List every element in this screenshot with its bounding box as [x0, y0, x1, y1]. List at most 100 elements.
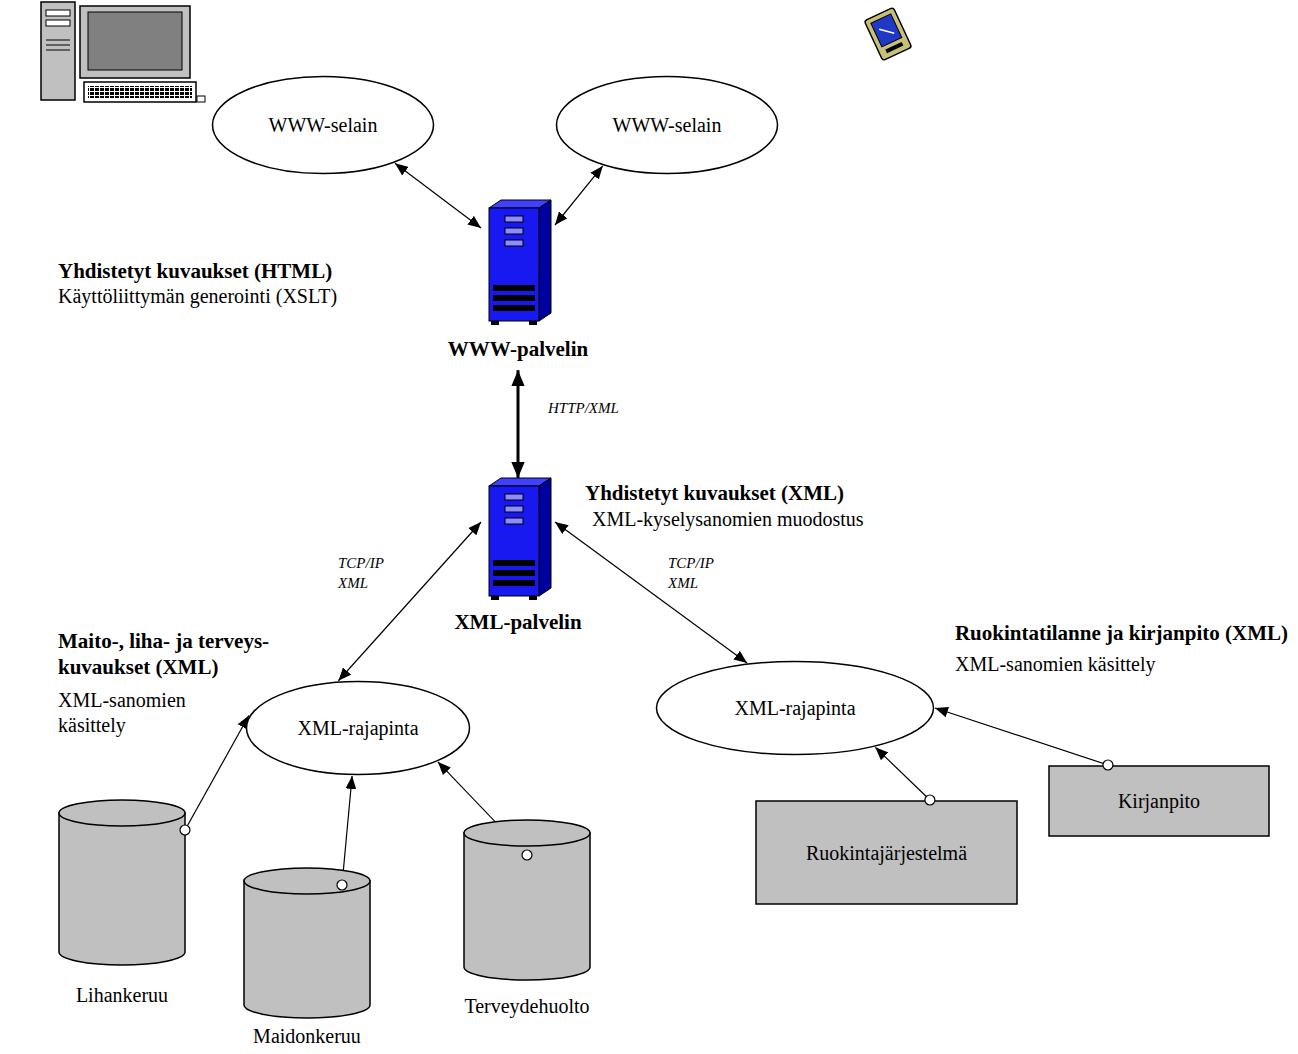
node-text-wrap: Terveydehuolto — [437, 994, 617, 1018]
server-icon — [489, 200, 551, 325]
server-node: WWW-palvelin — [438, 200, 598, 364]
connector-label: TCP/IP XML — [666, 553, 732, 594]
drive-slot — [46, 10, 70, 16]
server-slot — [493, 285, 535, 291]
pda-buttons — [885, 42, 903, 53]
connector-dot — [925, 795, 935, 805]
node-shape — [437, 820, 617, 1020]
server-foot — [491, 596, 499, 600]
server-side — [539, 200, 551, 321]
node-text-wrap: Ruokintajärjestelmä — [755, 800, 1018, 905]
node-text-wrap: XML-palvelin — [433, 610, 603, 635]
cylinder-top — [244, 868, 370, 894]
ellipse-node: XML-rajapinta — [655, 660, 935, 756]
database-node: Maidonkeruu — [237, 868, 377, 1050]
node-label: WWW-palvelin — [448, 337, 588, 362]
connector-arrow — [555, 166, 603, 225]
drive-slot — [46, 20, 70, 26]
desktop-computer-icon — [41, 2, 205, 102]
pda-stylus — [879, 24, 894, 38]
server-node: XML-palvelin — [433, 478, 603, 637]
node-label: Ruokintajärjestelmä — [806, 841, 967, 865]
pda-screen — [871, 14, 902, 47]
monitor-screen — [88, 12, 182, 70]
monitor-frame — [80, 6, 190, 78]
node-text-wrap: Lihankeruu — [52, 983, 192, 1007]
server-foot — [529, 321, 537, 325]
cylinder-body — [59, 813, 185, 965]
server-front — [489, 208, 539, 321]
server-foot — [491, 321, 499, 325]
drive-bay — [505, 216, 523, 222]
tower-line — [46, 50, 70, 51]
node-label: WWW-selain — [613, 113, 722, 137]
connector-arrow — [395, 163, 481, 228]
connector-dot — [337, 880, 347, 890]
mouse — [197, 96, 205, 102]
ellipse-node: WWW-selain — [555, 75, 779, 175]
server-icon — [489, 478, 551, 600]
ellipse-node: WWW-selain — [211, 75, 435, 175]
database-node: Lihankeruu — [52, 800, 192, 1009]
ellipse-outline — [557, 77, 778, 174]
system-box: Kirjanpito — [1048, 765, 1270, 837]
server-foot — [529, 596, 537, 600]
connector-arrow — [875, 747, 930, 800]
node-label: XML-rajapinta — [734, 696, 855, 720]
group-note: Käyttöliittymän generointi (XSLT) — [58, 284, 337, 309]
server-slot — [493, 580, 535, 586]
group-heading: Yhdistetyt kuvaukset (XML) — [585, 480, 844, 506]
node-label: XML-rajapinta — [297, 716, 418, 740]
node-text-wrap: XML-rajapinta — [655, 660, 935, 756]
ellipse-outline — [247, 682, 470, 775]
pc-tower — [41, 2, 75, 100]
node-text-wrap: WWW-selain — [211, 75, 435, 175]
connector-arrow — [342, 776, 352, 885]
node-label: Lihankeruu — [76, 983, 168, 1007]
connector-label: TCP/IP XML — [336, 553, 402, 594]
connector-dot — [1103, 760, 1113, 770]
server-slot — [493, 295, 535, 301]
handheld-device-icon — [864, 7, 912, 60]
drive-bay — [505, 240, 523, 246]
group-note: XML-kyselysanomien muodostus — [592, 507, 864, 532]
group-heading: Ruokintatilanne ja kirjanpito (XML) — [955, 620, 1288, 646]
system-box: Ruokintajärjestelmä — [755, 800, 1018, 905]
cylinder-body — [244, 881, 370, 1018]
node-text-wrap: Maidonkeruu — [237, 1024, 377, 1048]
ellipse-outline — [657, 662, 934, 755]
node-label: WWW-selain — [269, 113, 378, 137]
connector-arrow — [555, 522, 747, 663]
box-outline — [756, 801, 1017, 904]
connector-arrow — [185, 716, 249, 830]
database-node: Terveydehuolto — [437, 820, 617, 1020]
keyboard — [84, 82, 196, 102]
node-label: XML-palvelin — [454, 610, 581, 635]
group-note: XML-sanomien käsittely — [58, 688, 208, 738]
connector-dot — [522, 850, 532, 860]
node-text-wrap: XML-rajapinta — [245, 680, 471, 776]
drive-bay — [505, 506, 523, 512]
connector-arrow — [338, 522, 481, 681]
node-label: Kirjanpito — [1118, 789, 1200, 813]
server-side — [539, 478, 551, 596]
drive-bay — [505, 494, 523, 500]
server-slot — [493, 305, 535, 311]
ellipse-node: XML-rajapinta — [245, 680, 471, 776]
node-shape — [52, 800, 192, 1009]
connector-arrow — [935, 708, 1108, 765]
server-front — [489, 486, 539, 596]
node-label: Maidonkeruu — [253, 1024, 361, 1048]
tower-line — [46, 40, 70, 41]
box-outline — [1049, 766, 1269, 836]
server-slot — [493, 560, 535, 566]
cylinder-top — [59, 800, 185, 826]
tower-line — [46, 45, 70, 46]
connector-arrow — [517, 370, 520, 478]
connector-dot — [180, 825, 190, 835]
node-text-wrap: WWW-palvelin — [438, 337, 598, 362]
drive-bay — [505, 228, 523, 234]
cylinder-top — [464, 820, 590, 846]
group-note: XML-sanomien käsittely — [955, 652, 1156, 677]
